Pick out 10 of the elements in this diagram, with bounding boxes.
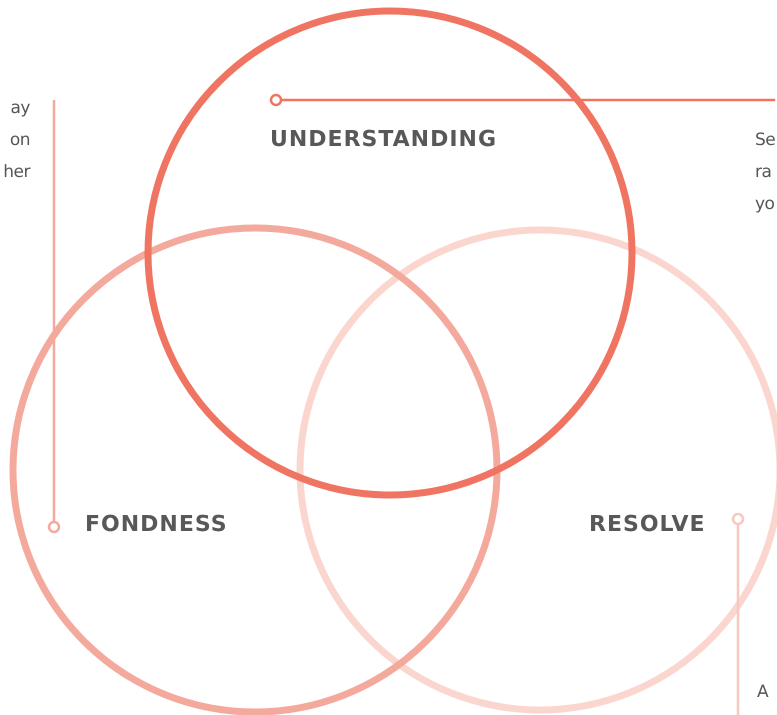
description-text: ay on her — [3, 92, 30, 188]
description-text: Se ra yo — [755, 124, 776, 220]
description-text: A — [757, 676, 768, 708]
leader-line — [270, 94, 776, 106]
leader-line — [48, 100, 60, 534]
leader-line — [732, 512, 744, 715]
circle-label: UNDERSTANDING — [270, 127, 498, 153]
understanding-circle — [144, 8, 636, 498]
circle-label: RESOLVE — [589, 512, 706, 538]
circle-label: FONDNESS — [85, 512, 228, 538]
